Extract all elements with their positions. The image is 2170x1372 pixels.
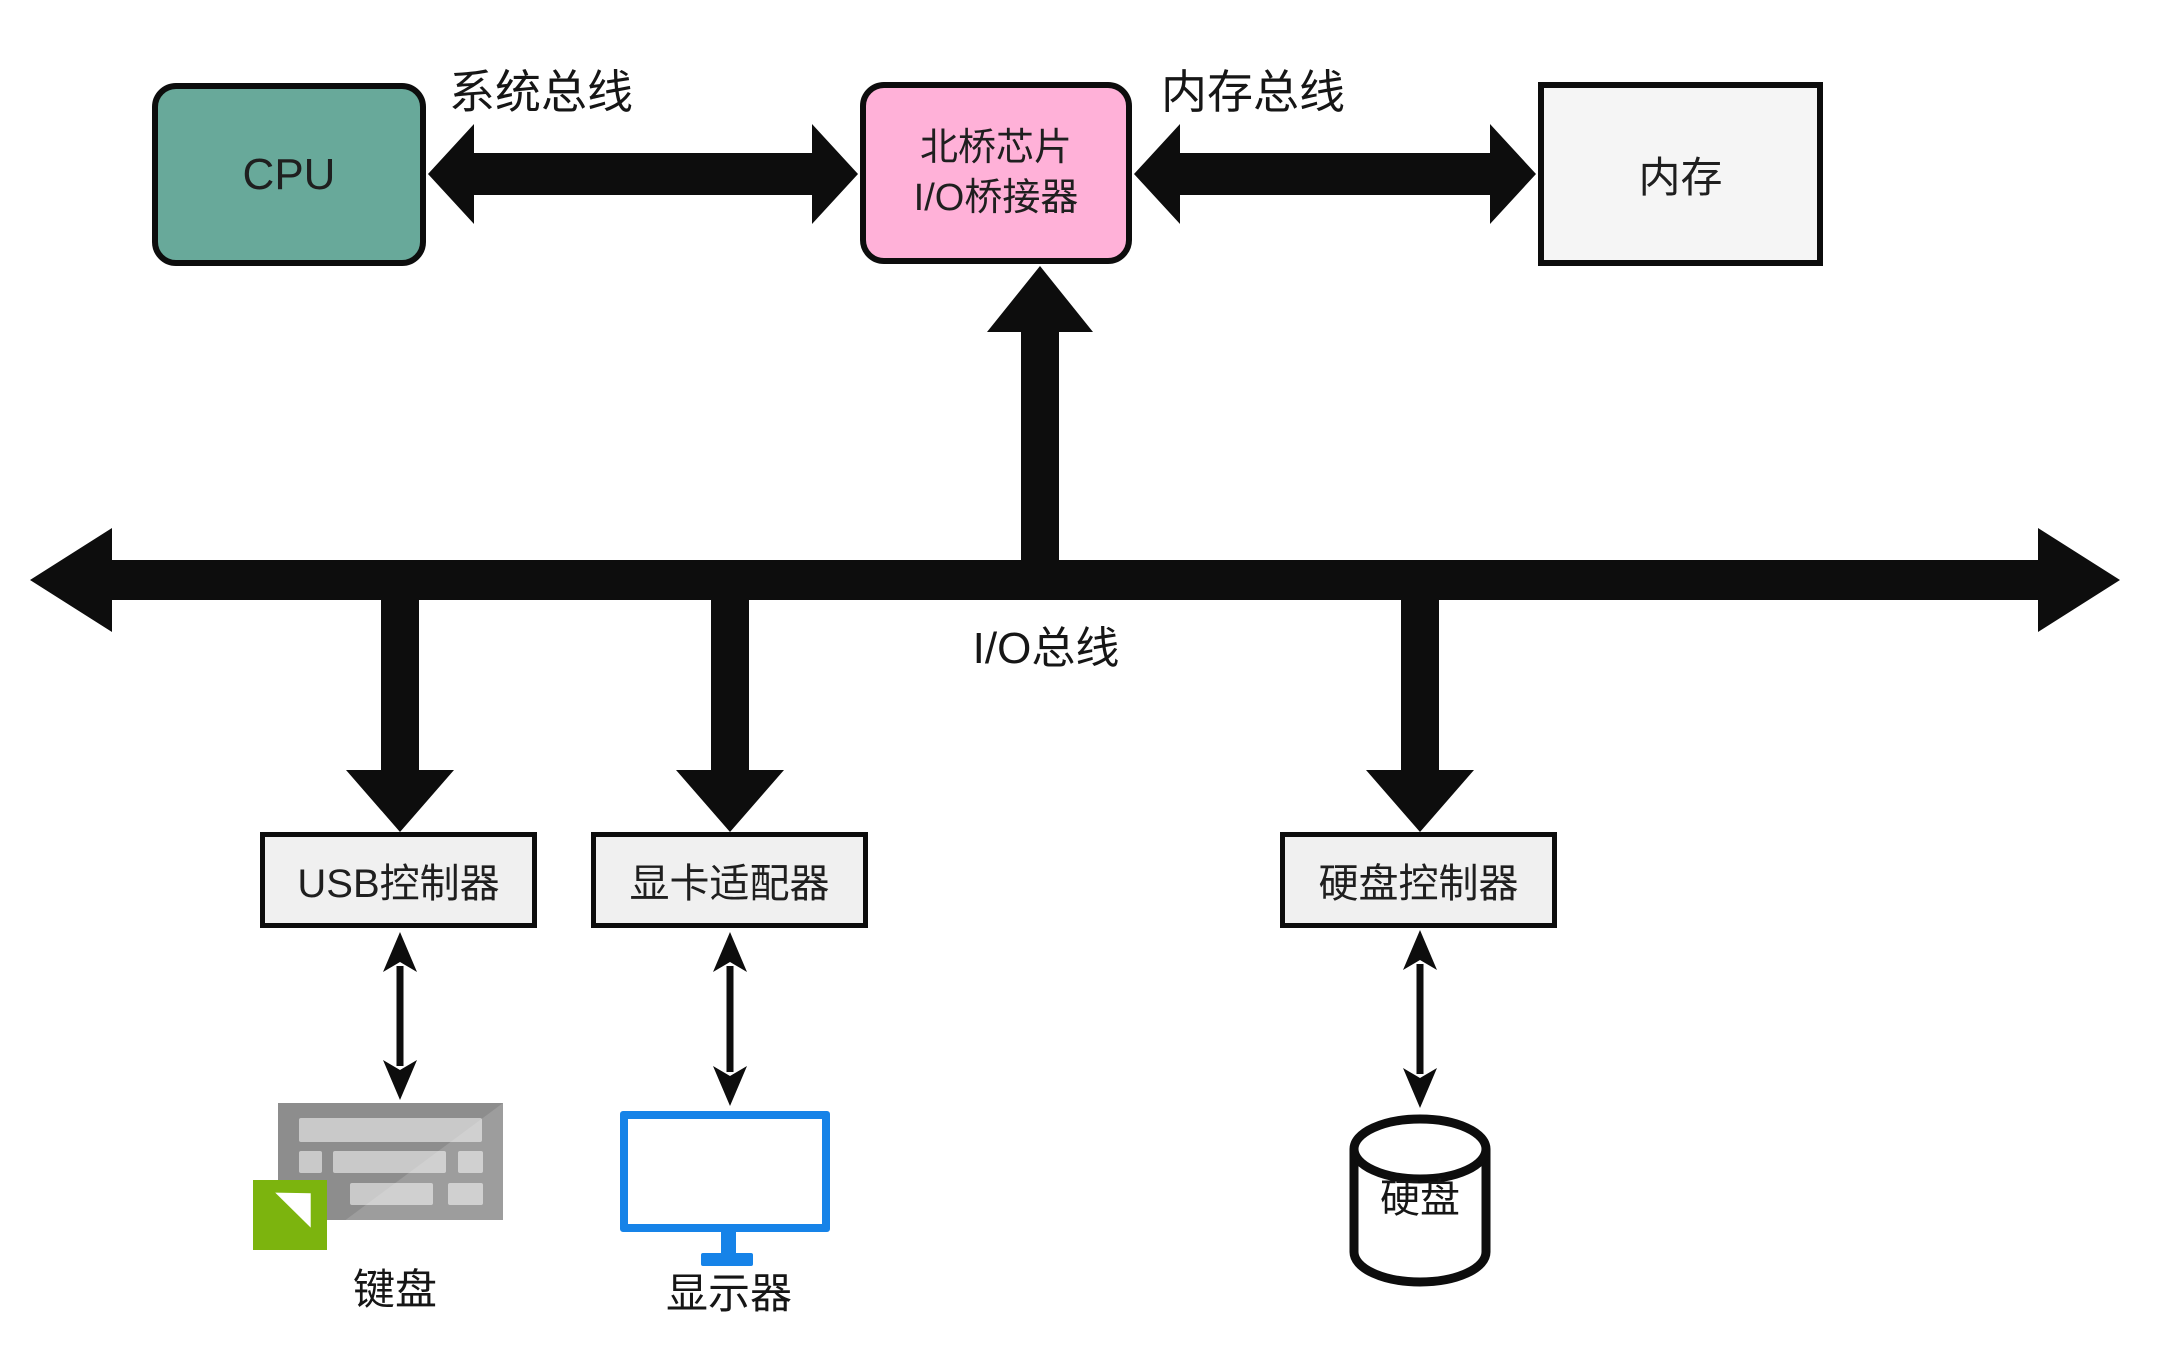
io-bus-to-disk-controller-arrow bbox=[1366, 570, 1474, 832]
io-bus-to-northbridge-arrow bbox=[987, 266, 1093, 590]
northbridge-label-line1: 北桥芯片 bbox=[919, 126, 1072, 169]
memory-label: 内存 bbox=[1638, 153, 1723, 201]
monitor-icon bbox=[620, 1111, 830, 1232]
keyboard-key bbox=[333, 1150, 446, 1174]
keyboard-key bbox=[447, 1182, 483, 1205]
northbridge-label-line2: I/O桥接器 bbox=[913, 177, 1079, 219]
keyboard-key bbox=[350, 1182, 434, 1205]
memory-bus-arrow bbox=[1134, 124, 1536, 224]
badge-fold-triangle bbox=[275, 1192, 311, 1228]
io-bus-to-usb-arrow bbox=[346, 570, 454, 832]
monitor-stand-stem bbox=[721, 1230, 736, 1258]
memory-bus-label: 内存总线 bbox=[1161, 66, 1345, 118]
keyboard-label: 键盘 bbox=[352, 1266, 437, 1313]
cpu-box: CPU bbox=[152, 83, 426, 266]
memory-box: 内存 bbox=[1538, 82, 1823, 266]
graphics-adapter-box: 显卡适配器 bbox=[591, 832, 868, 928]
io-bus-to-graphics-arrow bbox=[676, 570, 784, 832]
disk-controller-label: 硬盘控制器 bbox=[1318, 862, 1519, 906]
io-bus-line bbox=[30, 528, 2120, 632]
disk-controller-box: 硬盘控制器 bbox=[1280, 832, 1557, 928]
disk-controller-to-disk-arrow bbox=[1403, 930, 1437, 1108]
usb-controller-box: USB控制器 bbox=[260, 832, 537, 928]
disk-label: 硬盘 bbox=[1380, 1177, 1460, 1221]
keyboard-key bbox=[458, 1150, 483, 1174]
keyboard-key bbox=[299, 1150, 322, 1174]
system-bus-label: 系统总线 bbox=[449, 66, 633, 118]
system-bus-arrow bbox=[428, 124, 858, 224]
keyboard-green-badge-icon bbox=[253, 1180, 327, 1250]
monitor-stand-base bbox=[701, 1253, 753, 1266]
io-bus-label: I/O总线 bbox=[972, 624, 1120, 673]
usb-controller-label: USB控制器 bbox=[297, 862, 500, 906]
graphics-adapter-label: 显卡适配器 bbox=[629, 862, 830, 906]
monitor-label: 显示器 bbox=[665, 1270, 792, 1317]
keyboard-key-row bbox=[299, 1118, 482, 1142]
hard-disk-icon bbox=[1349, 1114, 1491, 1287]
graphics-to-monitor-arrow bbox=[713, 932, 747, 1106]
usb-to-keyboard-arrow bbox=[383, 932, 417, 1100]
cpu-label: CPU bbox=[242, 149, 336, 199]
keyboard-icon bbox=[278, 1103, 503, 1220]
northbridge-box: 北桥芯片 I/O桥接器 bbox=[860, 82, 1132, 264]
